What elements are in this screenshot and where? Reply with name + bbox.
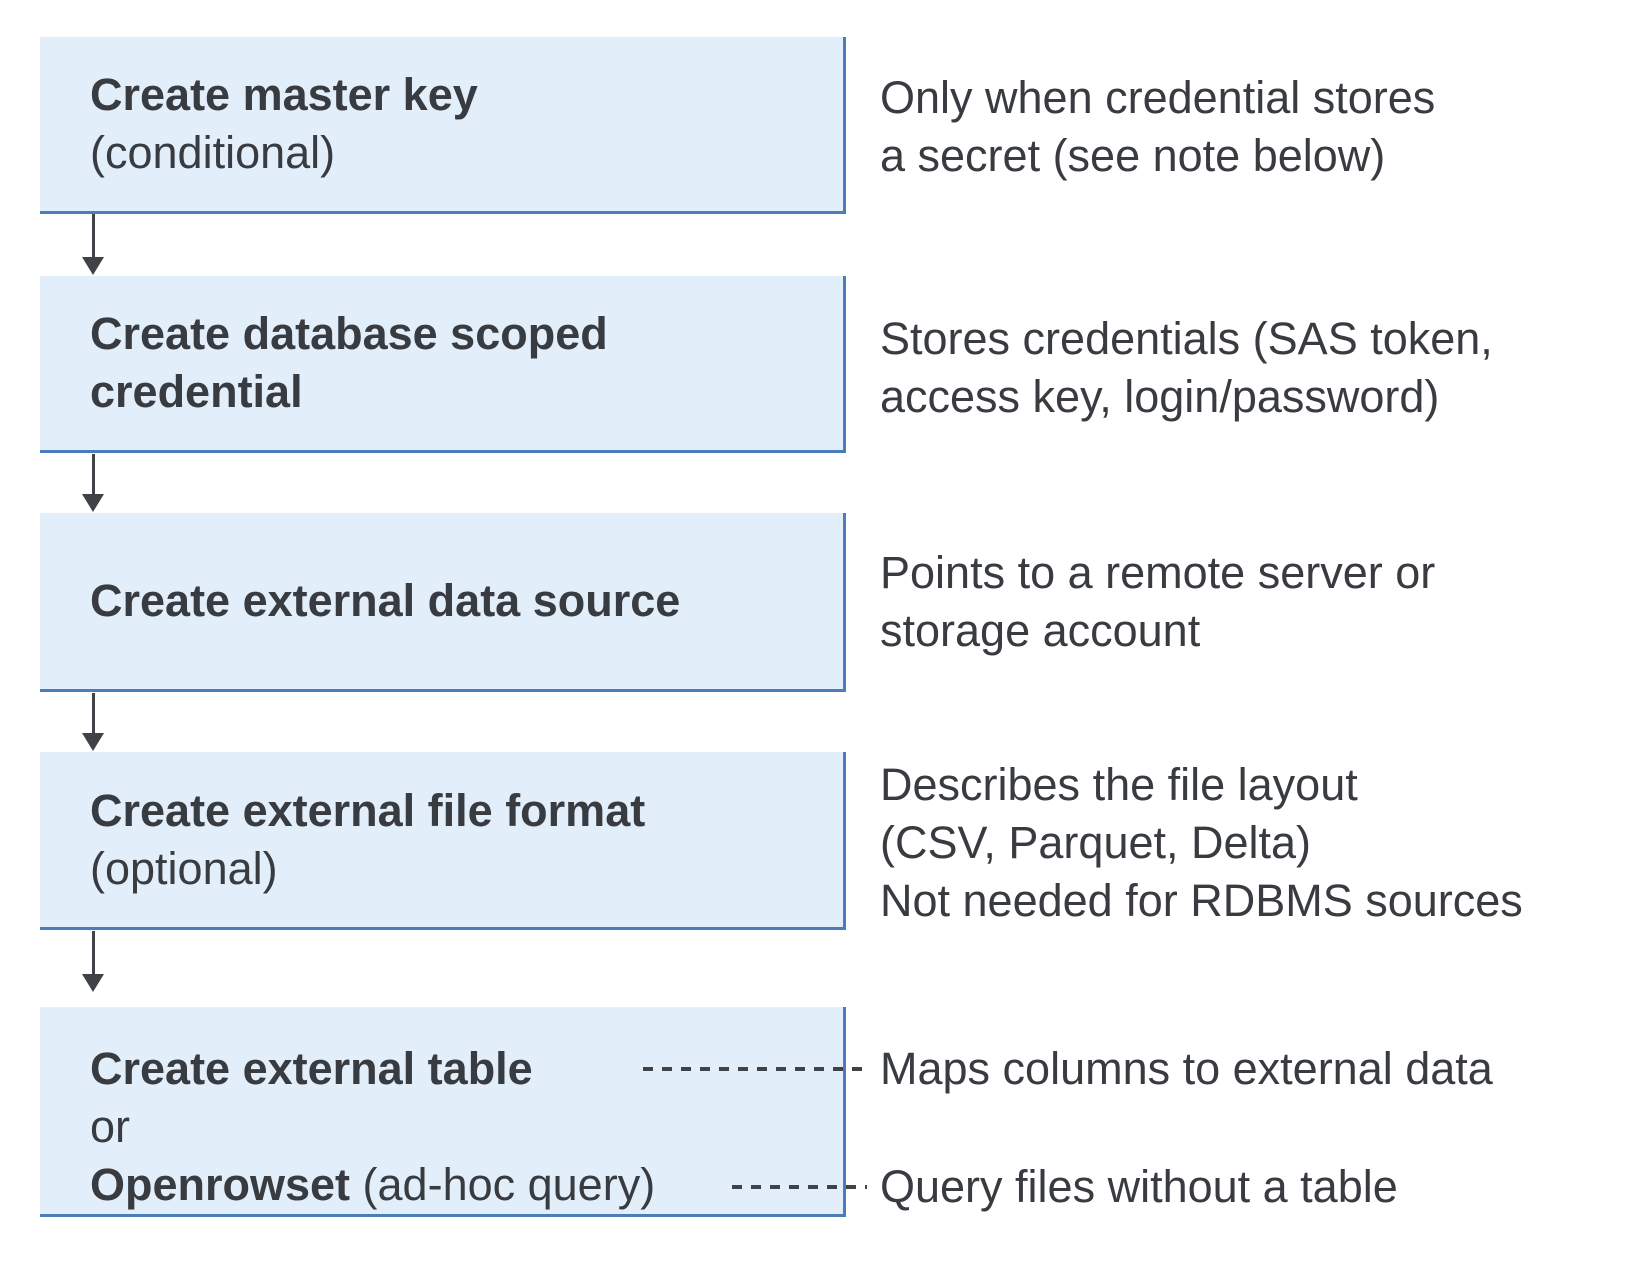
note-external-table: Maps columns to external data [880,1040,1493,1098]
arrow-down-icon [82,454,104,512]
adhoc-query-label: (ad-hoc query) [350,1159,656,1210]
dashed-connector-openrowset [732,1185,867,1189]
arrow-stem [91,693,95,733]
note-external-data-source: Points to a remote server or storage acc… [880,544,1435,660]
box-title-line: Openrowset (ad-hoc query) [90,1156,843,1214]
note-line: Stores credentials (SAS token, [880,313,1493,364]
note-line: Only when credential stores [880,72,1436,123]
note-line: (CSV, Parquet, Delta) [880,817,1312,868]
dashed-connector-external-table [643,1067,867,1071]
arrow-down-icon [82,931,104,992]
arrow-head [82,494,104,512]
arrow-head [82,974,104,992]
box-or-line: or [90,1101,131,1152]
note-line: a secret (see note below) [880,130,1386,181]
note-line: Maps columns to external data [880,1043,1493,1094]
note-line: Describes the file layout [880,759,1358,810]
box-title-line: Create external file format [90,784,646,836]
arrow-head [82,733,104,751]
flow-box-create-external-file-format: Create external file format (optional) [40,752,846,930]
flow-box-create-external-table-or-openrowset: Create external table or Openrowset (ad-… [40,1007,846,1217]
box-subtitle-line: (optional) [90,842,278,894]
arrow-head [82,257,104,275]
note-external-file-format: Describes the file layout (CSV, Parquet,… [880,756,1523,930]
box-title-line: Create master key [90,69,478,120]
arrow-stem [91,454,95,494]
arrow-down-icon [82,214,104,275]
note-line: Points to a remote server or [880,547,1436,598]
box-title-line: Create external data source [90,575,681,626]
note-master-key: Only when credential stores a secret (se… [880,69,1435,185]
box-title-line: credential [90,366,303,417]
flow-box-create-database-scoped-credential: Create database scoped credential [40,276,846,453]
note-line: storage account [880,605,1201,656]
flow-box-create-external-data-source: Create external data source [40,513,846,692]
openrowset-label: Openrowset [90,1159,351,1210]
arrow-stem [91,931,95,974]
arrow-stem [91,214,95,257]
note-openrowset: Query files without a table [880,1158,1398,1216]
flow-box-create-master-key: Create master key (conditional) [40,37,846,214]
box-subtitle-line: (conditional) [90,127,336,178]
note-database-scoped-credential: Stores credentials (SAS token, access ke… [880,310,1493,426]
arrow-down-icon [82,693,104,751]
box-title-line: Create external table [90,1043,533,1094]
box-title-line: Create database scoped [90,308,608,359]
note-line: Query files without a table [880,1161,1398,1212]
note-line: access key, login/password) [880,371,1440,422]
note-line: Not needed for RDBMS sources [880,875,1523,926]
